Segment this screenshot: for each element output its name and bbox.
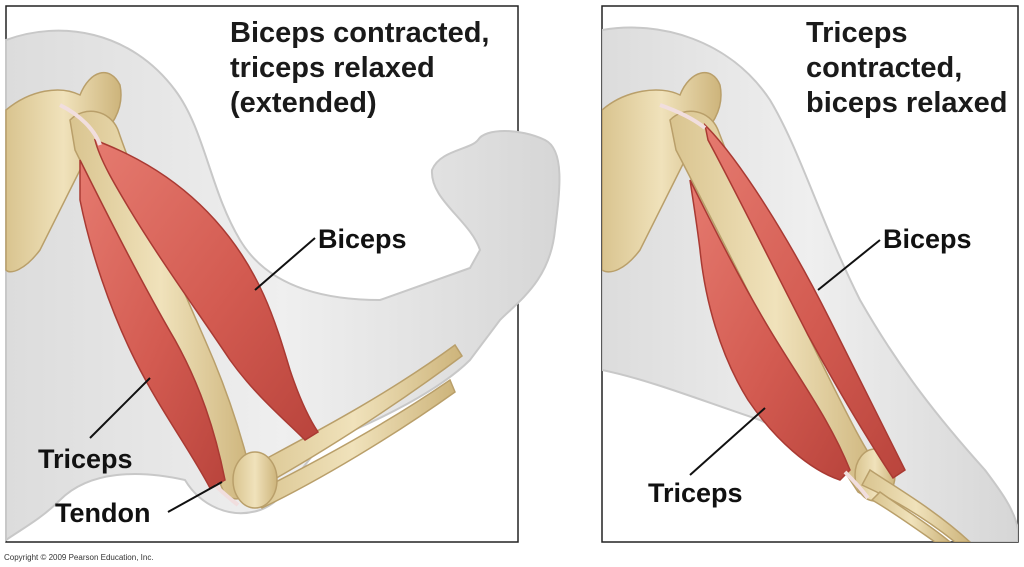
panel-title-right: Triceps contracted, biceps relaxed [806, 17, 1008, 119]
panel-title-right-line-2: contracted, [806, 52, 962, 84]
triceps-tendon-right [843, 470, 870, 500]
biceps-label-right: Biceps [883, 224, 972, 254]
triceps-label-left: Triceps [38, 444, 133, 474]
panel-title-left: Biceps contracted, triceps relaxed (exte… [230, 17, 498, 119]
forearm-bone-ulna-right [870, 491, 952, 542]
biceps-muscle-left [93, 138, 320, 441]
biceps-leader-left [254, 237, 316, 291]
tendon-label-left: Tendon [55, 498, 150, 528]
panel-title-right-line-3: biceps relaxed [806, 87, 1008, 119]
triceps-leader-right [689, 407, 766, 476]
elbow-joint-left [232, 451, 278, 509]
triceps-muscle-right [689, 179, 851, 481]
triceps-leader-left [89, 377, 151, 439]
panel-biceps-contracted: Biceps contracted, triceps relaxed (exte… [5, 5, 561, 543]
panel-title-left-line-2: triceps relaxed [230, 52, 435, 84]
panel-title-right-line-1: Triceps [806, 17, 908, 49]
triceps-label-right: Triceps [648, 478, 743, 508]
panel-title-left-line-1: Biceps contracted, [230, 17, 489, 49]
panel-triceps-contracted: Triceps contracted, biceps relaxed Bicep… [601, 5, 1019, 543]
biceps-tendon-left [59, 103, 102, 146]
forearm-bone-ulna-left [248, 378, 456, 509]
triceps-tendon-left [213, 483, 240, 507]
copyright-notice: Copyright © 2009 Pearson Education, Inc. [4, 553, 154, 562]
biceps-tendon-right [659, 103, 707, 130]
arm-silhouette-left [5, 29, 561, 542]
biceps-leader-right [817, 239, 881, 291]
biceps-label-left: Biceps [318, 224, 407, 254]
panel-title-left-line-3: (extended) [230, 87, 377, 119]
tendon-leader-left [167, 481, 223, 513]
biceps-muscle-right [703, 122, 906, 480]
